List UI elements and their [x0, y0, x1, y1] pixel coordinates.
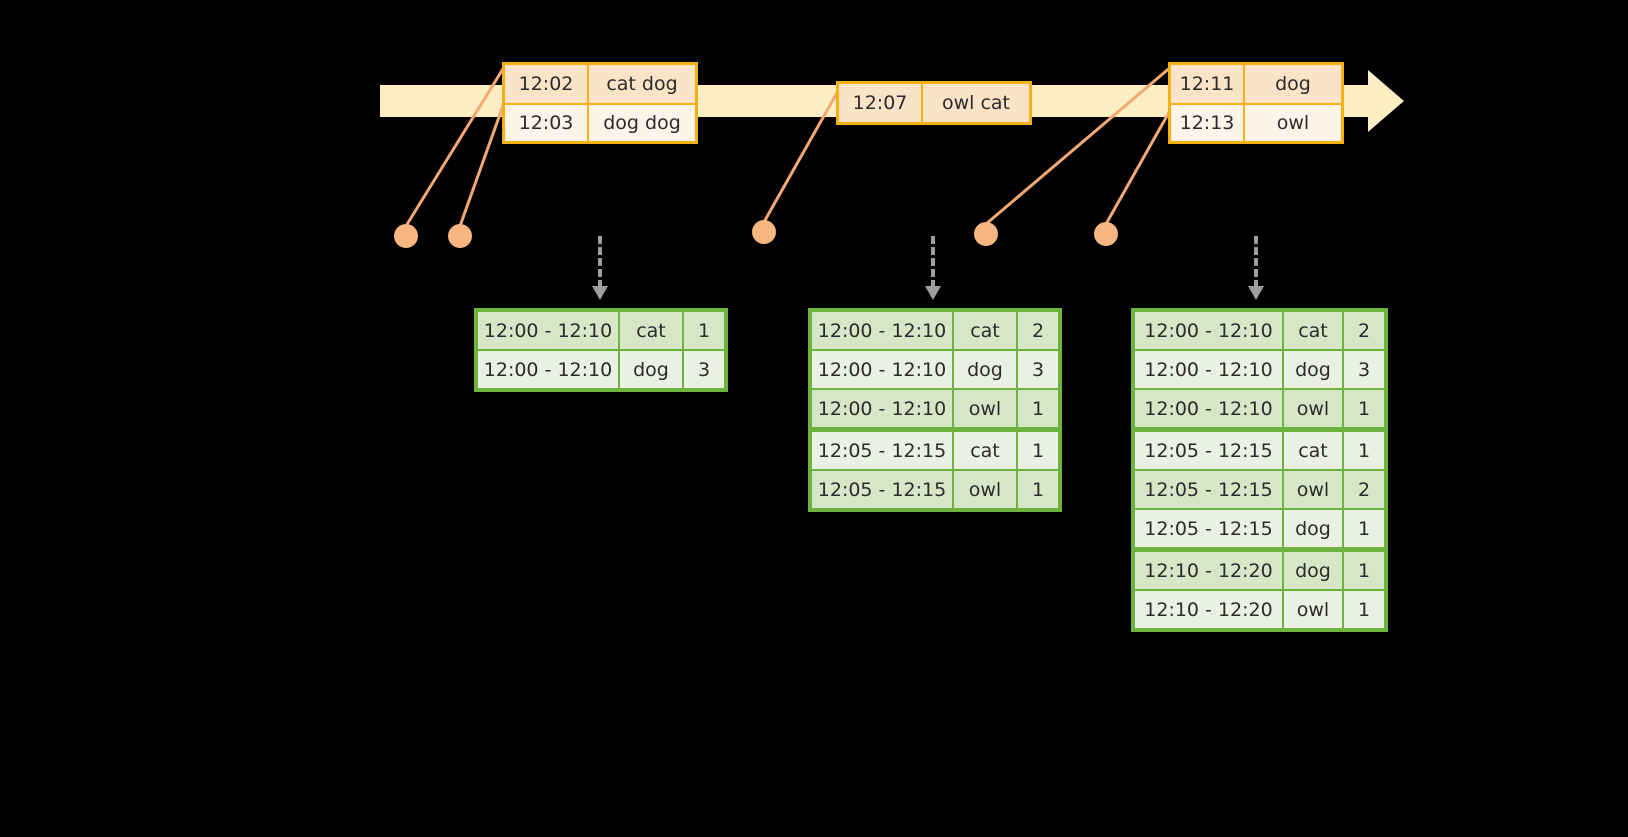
arrow-shaft: [1254, 236, 1258, 288]
timeline-arrowhead-icon: [1368, 70, 1404, 132]
result-word: owl: [954, 390, 1016, 427]
event-time: 12:07: [839, 84, 923, 122]
result-word: cat: [954, 432, 1016, 469]
result-window: 12:00 - 12:10: [1135, 312, 1282, 349]
result-window: 12:00 - 12:10: [478, 351, 618, 388]
result-window: 12:05 - 12:15: [812, 432, 952, 469]
connector-line-5: [1104, 99, 1178, 225]
arrow-head-icon: [1248, 286, 1264, 300]
event-row: 12:03 dog dog: [505, 103, 695, 141]
result-word: owl: [1284, 591, 1342, 628]
result-word: dog: [1284, 351, 1342, 388]
event-words: owl cat: [923, 84, 1029, 122]
arrow-shaft: [598, 236, 602, 288]
event-words: owl: [1245, 105, 1341, 141]
arrow-head-icon: [925, 286, 941, 300]
result-count: 1: [1018, 390, 1058, 427]
event-box-third[interactable]: 12:11 dog 12:13 owl: [1168, 62, 1344, 144]
result-count: 2: [1344, 471, 1384, 508]
result-count: 1: [1344, 390, 1384, 427]
event-box-second[interactable]: 12:07 owl cat: [836, 81, 1032, 125]
arrow-shaft: [931, 236, 935, 288]
result-window: 12:00 - 12:10: [1135, 351, 1282, 388]
result-count: 1: [1344, 432, 1384, 469]
result-window: 12:00 - 12:10: [1135, 390, 1282, 427]
result-word: dog: [954, 351, 1016, 388]
event-row: 12:02 cat dog: [505, 65, 695, 103]
result-window: 12:10 - 12:20: [1135, 591, 1282, 628]
result-word: cat: [620, 312, 682, 349]
result-window: 12:00 - 12:10: [812, 351, 952, 388]
trigger-dot-1: [394, 224, 418, 248]
result-window: 12:05 - 12:15: [1135, 471, 1282, 508]
event-row: 12:07 owl cat: [839, 84, 1029, 122]
result-word: cat: [1284, 312, 1342, 349]
event-time: 12:13: [1171, 105, 1245, 141]
result-count: 1: [1344, 510, 1384, 547]
event-words: dog: [1245, 65, 1341, 103]
result-word: dog: [620, 351, 682, 388]
result-count: 1: [684, 312, 724, 349]
result-count: 3: [684, 351, 724, 388]
result-count: 2: [1018, 312, 1058, 349]
event-row: 12:13 owl: [1171, 103, 1341, 141]
result-window: 12:05 - 12:15: [1135, 432, 1282, 469]
result-word: dog: [1284, 552, 1342, 589]
result-word: dog: [1284, 510, 1342, 547]
result-count: 3: [1018, 351, 1058, 388]
event-time: 12:11: [1171, 65, 1245, 103]
event-time: 12:02: [505, 65, 589, 103]
trigger-dot-4: [974, 222, 998, 246]
event-words: cat dog: [589, 65, 695, 103]
event-box-first[interactable]: 12:02 cat dog 12:03 dog dog: [502, 62, 698, 144]
result-window: 12:00 - 12:10: [812, 312, 952, 349]
result-word: cat: [954, 312, 1016, 349]
event-words: dog dog: [589, 105, 695, 141]
result-count: 1: [1018, 471, 1058, 508]
result-word: cat: [1284, 432, 1342, 469]
result-count: 1: [1018, 432, 1058, 469]
trigger-dot-3: [752, 220, 776, 244]
result-count: 2: [1344, 312, 1384, 349]
result-window: 12:00 - 12:10: [812, 390, 952, 427]
result-word: owl: [1284, 390, 1342, 427]
result-window: 12:00 - 12:10: [478, 312, 618, 349]
arrow-head-icon: [592, 286, 608, 300]
event-row: 12:11 dog: [1171, 65, 1341, 103]
event-time: 12:03: [505, 105, 589, 141]
trigger-dot-5: [1094, 222, 1118, 246]
result-count: 1: [1344, 552, 1384, 589]
result-word: owl: [954, 471, 1016, 508]
result-window: 12:05 - 12:15: [812, 471, 952, 508]
result-window: 12:05 - 12:15: [1135, 510, 1282, 547]
result-count: 3: [1344, 351, 1384, 388]
result-count: 1: [1344, 591, 1384, 628]
trigger-dot-2: [448, 224, 472, 248]
result-word: owl: [1284, 471, 1342, 508]
result-window: 12:10 - 12:20: [1135, 552, 1282, 589]
